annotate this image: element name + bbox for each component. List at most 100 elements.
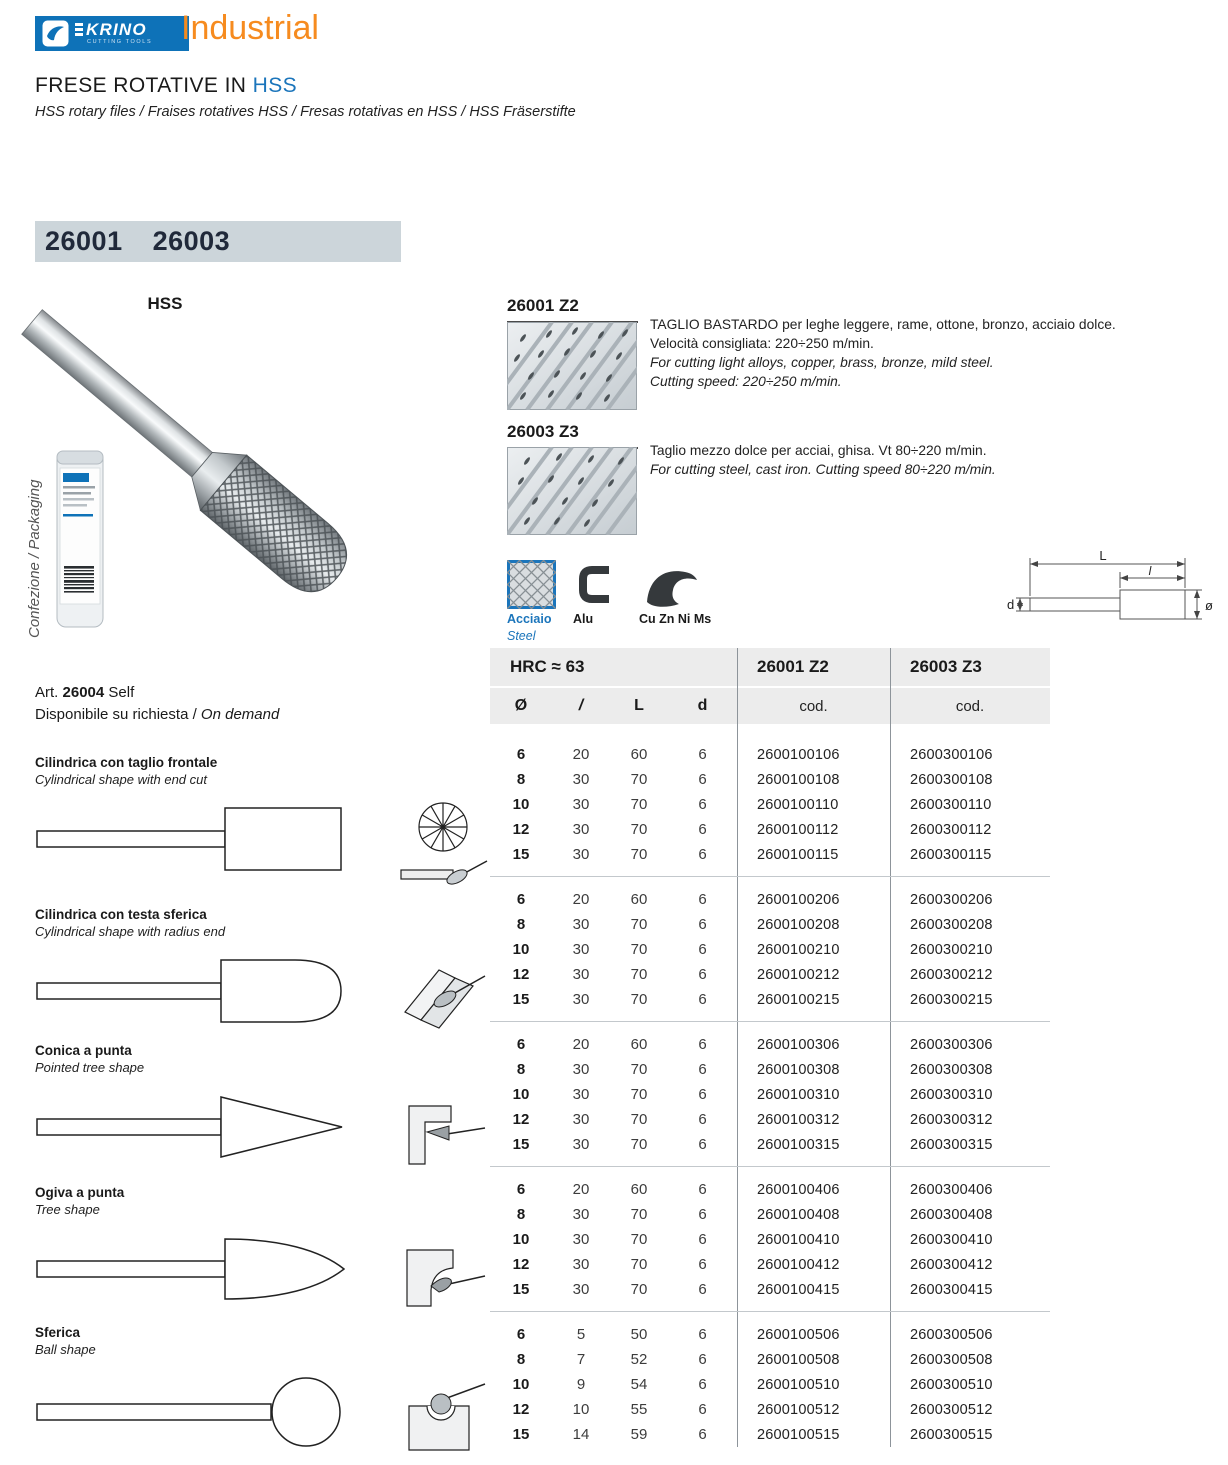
nonferrous-icon (647, 571, 697, 607)
brand-name: KRINO (86, 20, 147, 40)
diameter-cell: 8 (516, 771, 526, 788)
cod-26003-cell: 2600300208 (910, 916, 993, 933)
material-compatibility: Acciaio Steel Alu Cu Zn Ni Ms (507, 560, 711, 644)
cod-26001-cell: 2600100206 (757, 891, 840, 908)
length-cell: 70 (630, 991, 648, 1008)
shape-subtitle: Ball shape (35, 1342, 96, 1357)
cut-length-cell: 30 (572, 1231, 590, 1248)
application-icon-radius-end (404, 969, 486, 1029)
shape-title: Ogiva a punta (35, 1185, 125, 1200)
brand-subtitle: CUTTING TOOLS (87, 39, 153, 46)
on-demand-note: Disponibile su richiesta / On demand (35, 706, 279, 723)
shape-section-cylindrical-end-cut: Cilindrica con taglio frontale Cylindric… (35, 755, 490, 895)
variant-26001-description: TAGLIO BASTARDO per leghe leggere, rame,… (650, 315, 1202, 391)
cut-pattern-z3-image (507, 447, 637, 535)
cut-length-cell: 30 (572, 1111, 590, 1128)
diameter-cell: 8 (516, 1206, 526, 1223)
length-cell: 70 (630, 1231, 648, 1248)
cod-26003-cell: 2600300115 (910, 846, 992, 863)
diameter-cell: 10 (512, 1376, 530, 1393)
shank-header: d (697, 697, 708, 714)
diameter-cell: 6 (516, 891, 526, 908)
cut-length-cell: 9 (576, 1376, 586, 1393)
cod-26003-cell: 2600300108 (910, 771, 993, 788)
diameter-cell: 12 (512, 1111, 530, 1128)
table-spacer (490, 724, 1050, 742)
variant-26003-heading: 26003 Z3 (507, 422, 638, 449)
shape-section-cylindrical-radius-end: Cilindrica con testa sferica Cylindrical… (35, 907, 490, 1047)
diameter-cell: 10 (512, 1231, 530, 1248)
cod-26003-cell: 2600300210 (910, 941, 993, 958)
shape-title: Sferica (35, 1325, 81, 1340)
shank-cell: 6 (698, 771, 707, 788)
material-aluminium-label: Alu (573, 612, 594, 626)
material-nonferrous: Cu Zn Ni Ms (639, 560, 711, 626)
product-codes-banner: 26001 26003 (35, 221, 401, 262)
length-cell: 60 (630, 746, 648, 763)
cut-length-cell: 20 (572, 1181, 590, 1198)
cut-length-cell: 30 (572, 941, 590, 958)
group-separator (490, 867, 1050, 887)
length-cell: 70 (630, 1111, 648, 1128)
shank-cell: 6 (698, 746, 707, 763)
diameter-cell: 6 (516, 746, 526, 763)
diameter-cell: 15 (512, 991, 530, 1008)
cut-length-cell: 30 (572, 846, 590, 863)
group-separator (490, 1302, 1050, 1322)
cut-length-header: / (578, 697, 584, 714)
application-icon-end-cut (400, 802, 488, 885)
page-subtitle: HSS rotary files / Fraises rotatives HSS… (35, 104, 576, 120)
cod-26001-cell: 2600100508 (757, 1351, 840, 1368)
desc-line-it: Taglio mezzo dolce per acciai, ghisa. Vt… (650, 443, 987, 458)
shape-drawing-cylindrical-end-cut (36, 807, 342, 871)
shape-drawing-radius-end (36, 959, 342, 1023)
application-icon-tree (406, 1249, 486, 1307)
cod-26003-cell: 2600300310 (910, 1086, 993, 1103)
shank-cell: 6 (698, 1036, 707, 1053)
cod-26003-cell: 2600300315 (910, 1136, 993, 1153)
diameter-cell: 12 (512, 821, 530, 838)
col-header-26001: 26001 Z2 (757, 657, 829, 676)
steel-icon (507, 560, 556, 609)
diameter-header: Ø (514, 697, 528, 714)
variant-26003-description: Taglio mezzo dolce per acciai, ghisa. Vt… (650, 441, 1202, 479)
cod-26001-cell: 2600100308 (757, 1061, 840, 1078)
shank-cell: 6 (698, 891, 707, 908)
on-demand-it: Disponibile su richiesta / (35, 706, 201, 723)
cod-26001-cell: 2600100210 (757, 941, 840, 958)
cod-26001-cell: 2600100410 (757, 1231, 840, 1248)
cod-26003-cell: 2600300312 (910, 1111, 993, 1128)
diameter-cell: 6 (516, 1181, 526, 1198)
length-cell: 70 (630, 821, 648, 838)
cod-26003-cell: 2600300408 (910, 1206, 993, 1223)
cod-26001-cell: 2600100412 (757, 1256, 840, 1273)
shank-cell: 6 (698, 1061, 707, 1078)
cod-26001-cell: 2600100115 (757, 846, 839, 863)
cod-26001-cell: 2600100415 (757, 1281, 840, 1298)
cod-26003-cell: 2600300508 (910, 1351, 993, 1368)
application-icon-pointed-tree (408, 1105, 486, 1165)
shank-cell: 6 (698, 1136, 707, 1153)
cod-26003-cell: 2600300510 (910, 1376, 993, 1393)
shank-cell: 6 (698, 1086, 707, 1103)
cod-26003-cell: 2600300206 (910, 891, 993, 908)
length-cell: 59 (630, 1426, 648, 1443)
cod-26003-cell: 2600300410 (910, 1231, 993, 1248)
table-column-divider (890, 648, 891, 1447)
shape-subtitle: Cylindrical shape with radius end (35, 924, 226, 939)
shank-cell: 6 (698, 991, 707, 1008)
krino-logo: KRINO CUTTING TOOLS (35, 16, 189, 51)
shank-cell: 6 (698, 796, 707, 813)
cod-26003-cell: 2600300412 (910, 1256, 993, 1273)
shape-subtitle: Tree shape (35, 1202, 100, 1217)
